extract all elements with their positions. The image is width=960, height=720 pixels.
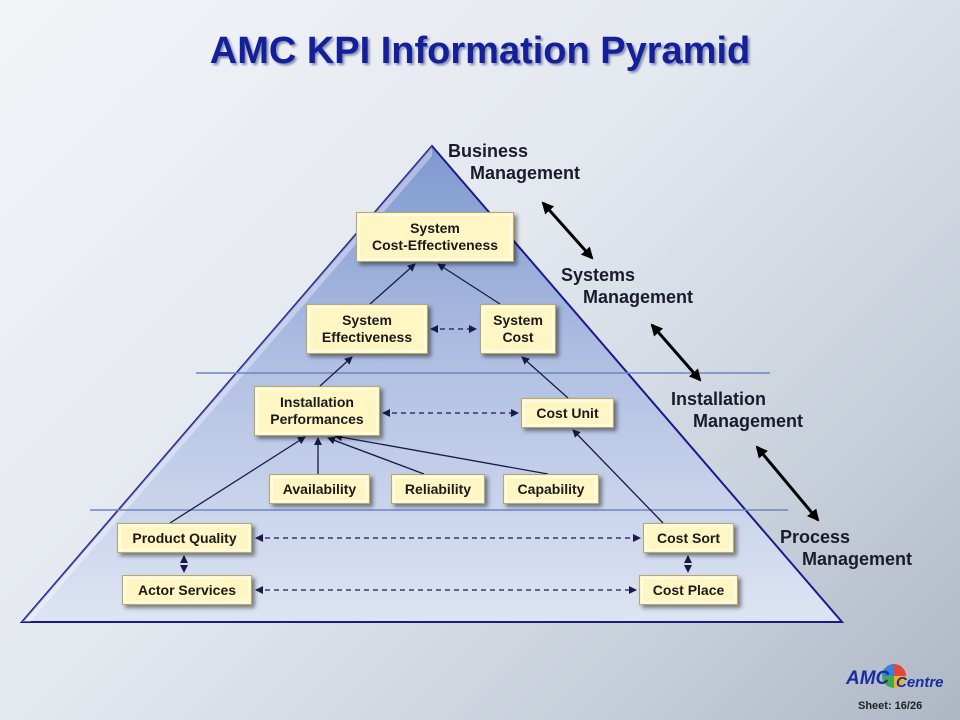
pyramid-highlight [22, 146, 432, 622]
level-business-management: Business Management [448, 140, 580, 184]
box-product-quality: Product Quality [117, 523, 252, 553]
box-label: Performances [270, 411, 364, 427]
flow-arrow [169, 436, 306, 524]
box-cost-place: Cost Place [639, 575, 738, 605]
pyramid-shape [19, 144, 845, 623]
flow-arrow [437, 263, 501, 305]
box-label: Cost [502, 329, 534, 345]
box-cost-sort: Cost Sort [643, 523, 734, 553]
amc-centre-logo: AMC Centre [846, 664, 952, 698]
level-label: Process [780, 527, 851, 547]
level-arrow [541, 201, 594, 260]
level-label: Management [802, 549, 913, 569]
flow-arrow [369, 263, 416, 305]
box-actor-services: Actor Services [122, 575, 252, 605]
flow-arrow [334, 433, 549, 475]
box-label: Cost-Effectiveness [371, 237, 499, 253]
level-label: Systems [561, 265, 636, 285]
box-label: System [410, 220, 460, 236]
page-title: AMC KPI Information Pyramid [209, 30, 751, 72]
box-capability: Capability [503, 474, 599, 504]
box-availability: Availability [269, 474, 370, 504]
box-label: Effectiveness [321, 329, 413, 345]
flow-arrow [327, 436, 425, 475]
box-label: System [342, 312, 392, 328]
level-label: Management [693, 411, 804, 431]
level-installation-management: Installation Management [671, 388, 803, 432]
logo-swirl-icon [882, 664, 906, 688]
level-label: Business [448, 141, 529, 161]
flow-arrow [572, 429, 664, 524]
box-label: Installation [280, 394, 354, 410]
level-label: Management [583, 287, 694, 307]
level-arrow [650, 323, 702, 382]
box-reliability: Reliability [391, 474, 485, 504]
flow-arrow [521, 356, 569, 399]
level-arrow [755, 445, 820, 522]
flow-arrow [319, 356, 353, 387]
logo-text: Centre [896, 674, 944, 691]
level-label: Installation [671, 389, 767, 409]
sheet-number: Sheet: 16/26 [858, 700, 923, 712]
level-label: Management [470, 163, 581, 183]
logo-text: AMC [846, 668, 890, 689]
box-label: System [493, 312, 543, 328]
box-cost-unit: Cost Unit [521, 398, 614, 428]
level-process-management: Process Management [780, 526, 912, 570]
level-systems-management: Systems Management [561, 264, 693, 308]
